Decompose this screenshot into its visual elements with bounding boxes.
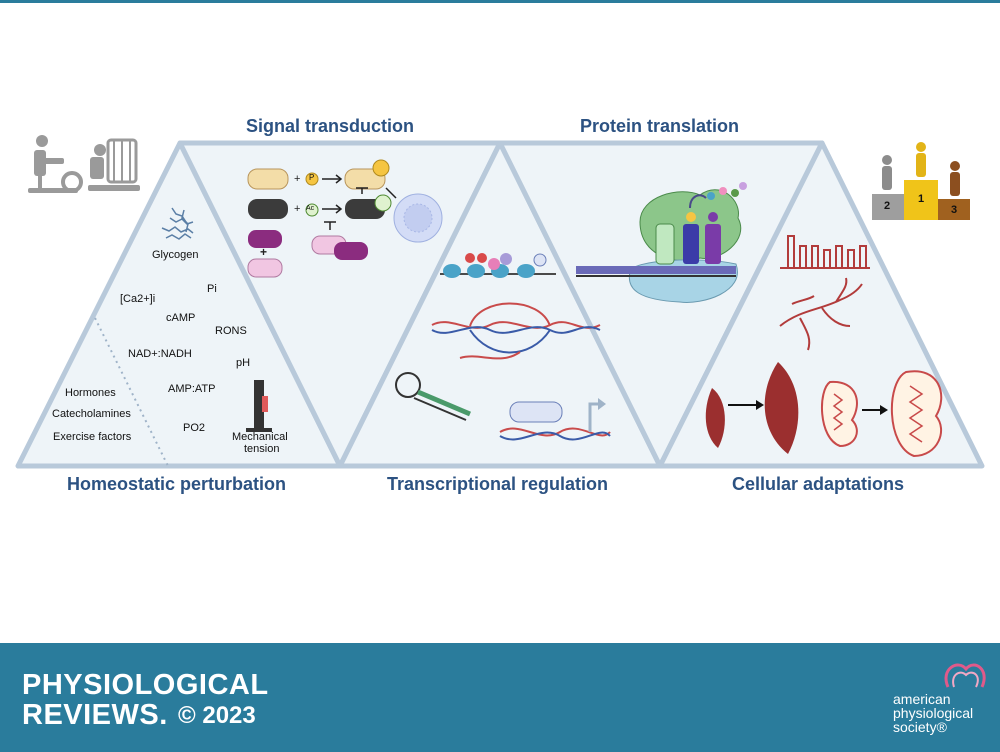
signal-protein-icons [247,159,443,278]
mitochondria-biogenesis-icon [821,370,943,458]
label-hormones: Hormones [65,387,116,399]
plus-sign-3: + [260,245,267,259]
exercise-bike-icon [28,135,83,193]
signal-arrows [322,174,397,230]
phospho-label: P [309,173,315,182]
capillary-icon [779,277,863,351]
mechanical-tension-icon [246,380,272,432]
heading-cellular-adaptations: Cellular adaptations [732,474,905,494]
label-tension: tension [244,443,280,455]
podium-first-label: 1 [918,193,925,205]
heading-homeostatic-perturbation: Homeostatic perturbation [67,474,287,494]
label-rons: RONS [215,325,247,337]
plus-sign-1: + [294,173,300,185]
glycogen-icon [161,207,194,240]
label-camp: cAMP [166,312,196,324]
top-accent-line [0,0,1000,3]
label-nad-nadh: NAD+:NADH [128,348,192,360]
label-exercise-factors: Exercise factors [53,431,132,443]
podium-second-label: 2 [884,200,891,212]
label-mechanical: Mechanical [232,431,288,443]
label-ph: pH [236,357,251,369]
society-line3: society® [893,719,947,735]
label-amp-atp: AMP:ATP [168,383,216,395]
leg-press-icon [88,138,140,191]
society-logo-icon [944,663,986,688]
society-line2: physiological [893,705,974,721]
heading-transcriptional-regulation: Transcriptional regulation [387,474,609,494]
chromatin-icon [440,253,556,278]
dna-strand-icon [431,302,601,360]
journal-title-line2: REVIEWS. [22,699,168,731]
podium-icon [872,142,970,220]
label-glycogen: Glycogen [152,249,199,261]
label-catecholamines: Catecholamines [52,408,131,420]
muscle-hypertrophy-icon [705,362,799,454]
journal-title-line1: PHYSIOLOGICAL [22,669,269,701]
plus-sign-2: + [294,203,300,215]
society-name: american physiological society® [893,692,973,734]
label-pi: Pi [207,283,217,295]
label-calcium: [Ca2+]i [120,293,156,305]
heading-protein-translation: Protein translation [580,116,740,136]
mitochondria-dna-icon [780,235,870,269]
footer-bar: PHYSIOLOGICAL REVIEWS. © 2023 american p… [0,643,1000,752]
label-po2: PO2 [183,422,206,434]
copyright-text: © 2023 [178,702,256,729]
heading-signal-transduction: Signal transduction [246,116,415,136]
gene-promoter-icon [499,398,611,441]
diagram-canvas: + + + [15,135,985,469]
ribosome-icon [576,182,747,303]
podium-third-label: 3 [951,204,958,216]
hairpin-rna-icon [395,372,471,421]
society-line1: american [893,691,951,707]
acetyl-label: Ac [306,205,315,212]
